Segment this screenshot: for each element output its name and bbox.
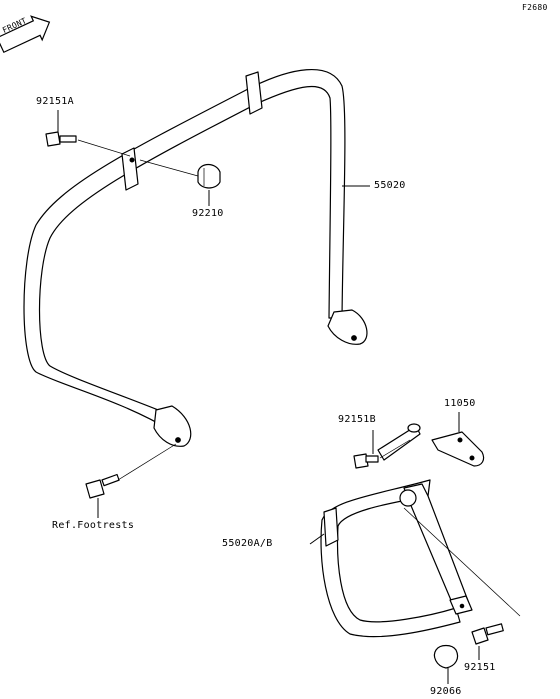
bolt-icon [45, 131, 77, 147]
bolt-icon [85, 473, 120, 499]
cap-nut-icon [197, 163, 221, 189]
callout-bar-small: 55020A/B [222, 538, 273, 549]
front-arrow-icon [0, 15, 51, 54]
cap-icon [433, 644, 459, 669]
leader-lines [57, 110, 521, 684]
callout-ref-footrests: Ref.Footrests [52, 520, 135, 531]
callout-bolt-lower: 92151 [464, 662, 496, 673]
guard-bar-small [320, 423, 485, 638]
figure-code: F2680 [522, 3, 548, 12]
guard-bar-large [23, 68, 368, 447]
callout-bracket: 11050 [444, 398, 476, 409]
callout-cap-nut: 92210 [192, 208, 224, 219]
callout-bolt-upper: 92151A [36, 96, 74, 107]
bolt-icon [353, 453, 379, 469]
callout-bolt-small-upper: 92151B [338, 414, 376, 425]
bolt-icon [471, 623, 504, 645]
callout-bar-large: 55020 [374, 180, 406, 191]
callout-cap: 92066 [430, 686, 462, 697]
